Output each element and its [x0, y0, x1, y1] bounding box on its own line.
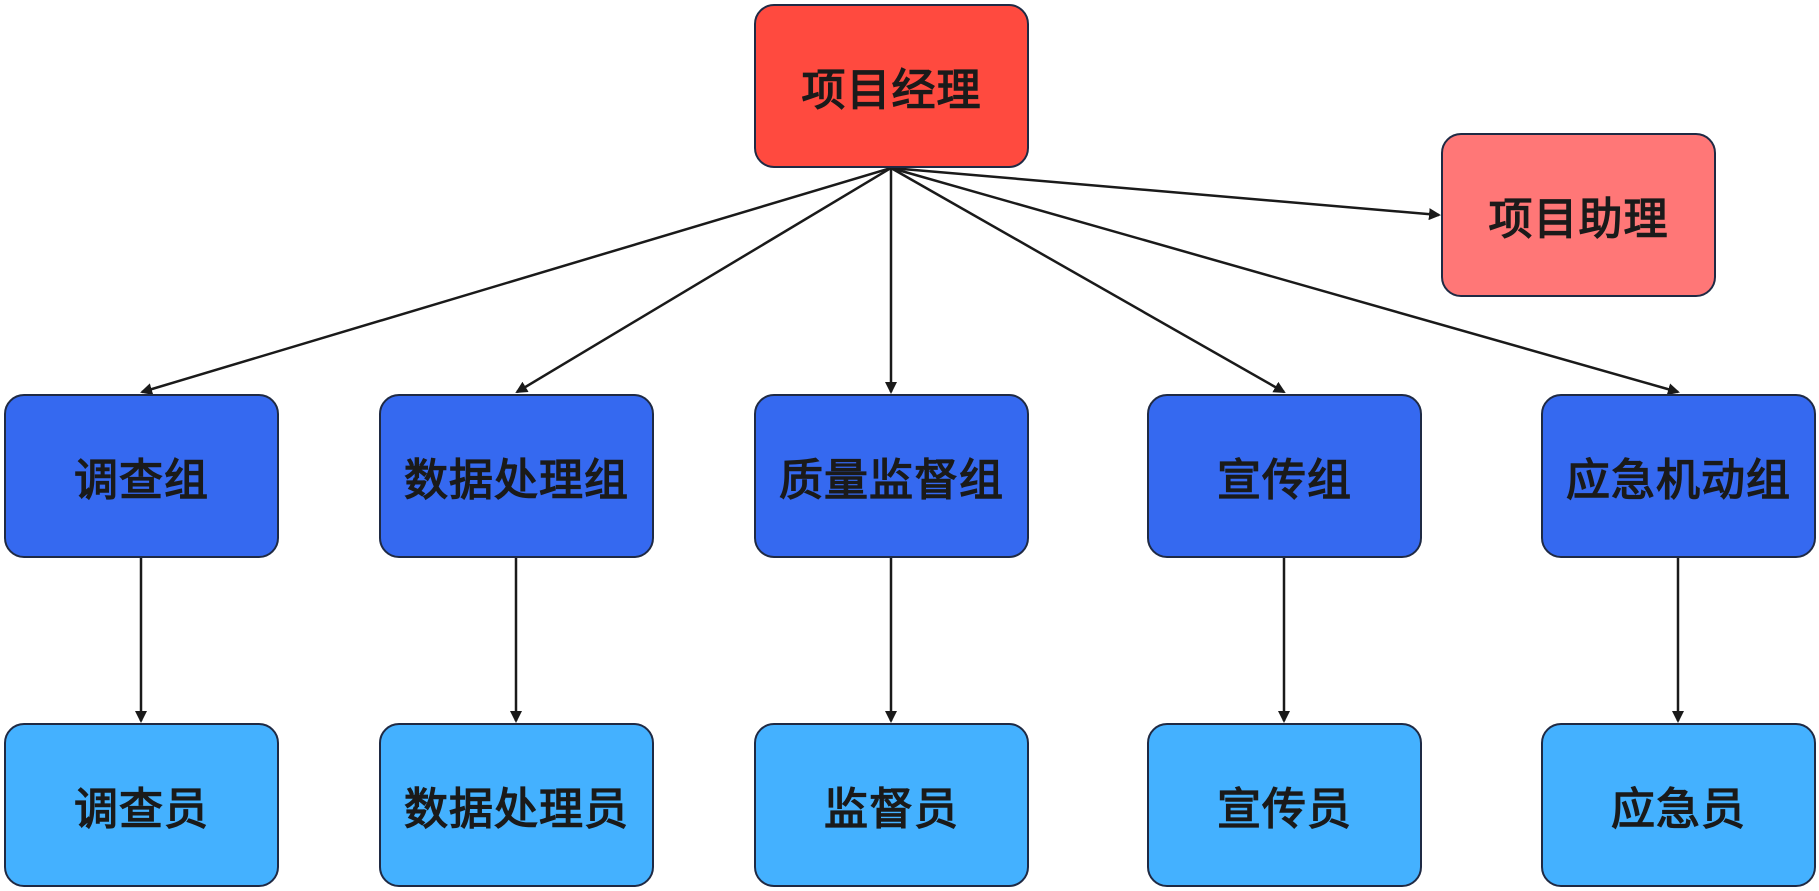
edge-manager-to-publicity-group: [890, 166, 1286, 394]
node-surveyor[interactable]: 调查员: [4, 723, 279, 887]
node-label: 项目经理: [801, 65, 982, 116]
edge-manager-to-emergency-group: [890, 166, 1680, 396]
edge-manager-to-data-group: [515, 166, 892, 394]
node-label: 宣传员: [1217, 784, 1352, 835]
node-emergency-group[interactable]: 应急机动组: [1541, 394, 1816, 558]
node-quality-supervision-group[interactable]: 质量监督组: [754, 394, 1029, 558]
node-label: 调查组: [74, 455, 209, 506]
node-publicist[interactable]: 宣传员: [1147, 723, 1422, 887]
node-project-manager[interactable]: 项目经理: [754, 4, 1029, 168]
edge-manager-to-survey-group: [140, 166, 892, 395]
node-label: 质量监督组: [779, 455, 1004, 506]
node-label: 调查员: [74, 784, 209, 835]
node-label: 数据处理员: [404, 784, 629, 835]
node-project-assistant[interactable]: 项目助理: [1441, 133, 1716, 297]
node-label: 应急员: [1611, 784, 1746, 835]
node-label: 数据处理组: [404, 455, 629, 506]
node-data-processor[interactable]: 数据处理员: [379, 723, 654, 887]
node-label: 监督员: [824, 784, 959, 835]
edge-manager-to-assistant: [890, 166, 1441, 221]
node-publicity-group[interactable]: 宣传组: [1147, 394, 1422, 558]
node-label: 应急机动组: [1566, 455, 1791, 506]
node-label: 宣传组: [1217, 455, 1352, 506]
node-supervisor[interactable]: 监督员: [754, 723, 1029, 887]
node-label: 项目助理: [1488, 194, 1669, 245]
node-survey-group[interactable]: 调查组: [4, 394, 279, 558]
node-data-processing-group[interactable]: 数据处理组: [379, 394, 654, 558]
node-emergency-staff[interactable]: 应急员: [1541, 723, 1816, 887]
